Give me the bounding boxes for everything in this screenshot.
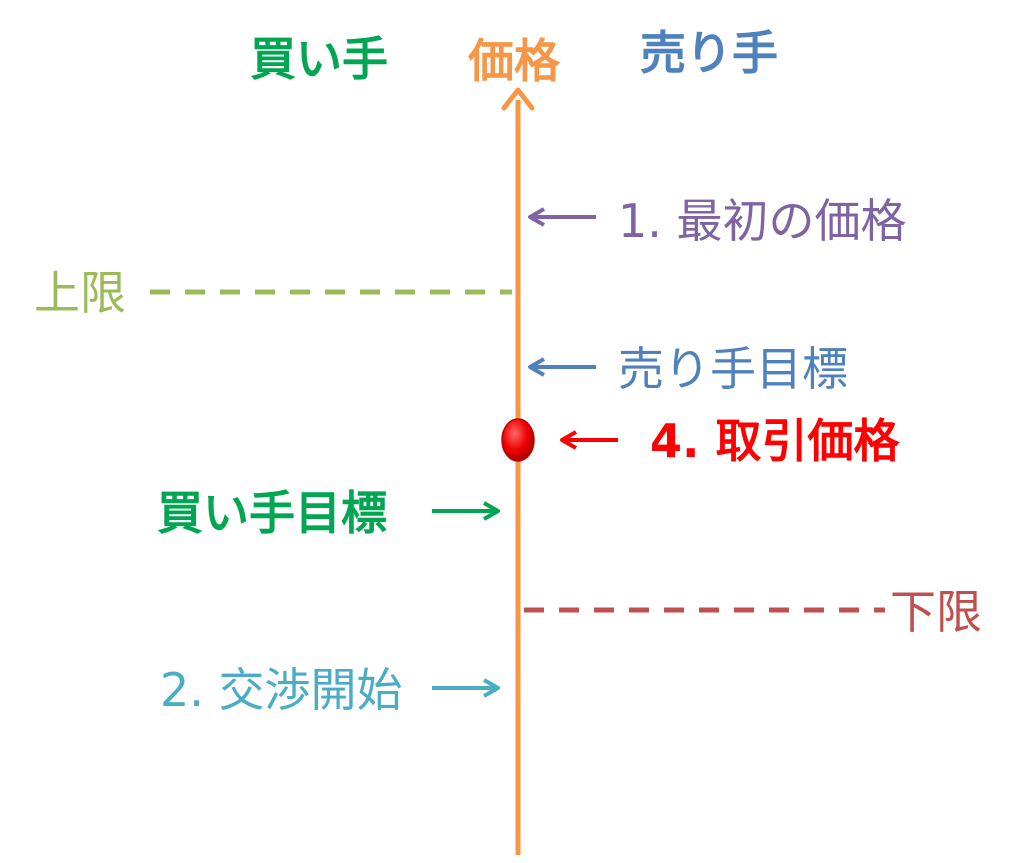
seller-target-arrow-icon <box>528 357 596 377</box>
seller-target-label: 売り手目標 <box>618 342 848 396</box>
trade-price-arrow-icon <box>560 430 618 450</box>
initial-price-arrow-icon <box>528 207 596 227</box>
buyer-header: 買い手 <box>250 32 388 86</box>
price-header: 価格 <box>468 34 560 88</box>
seller-header: 売り手 <box>640 26 778 80</box>
trade-price-marker <box>501 418 535 462</box>
upper-limit-label: 上限 <box>34 266 126 320</box>
buyer-target-label: 買い手目標 <box>157 486 387 540</box>
initial-price-label: 1. 最初の価格 <box>618 194 907 248</box>
trade-price-label: 4. 取引価格 <box>650 414 900 468</box>
negotiation-start-label: 2. 交渉開始 <box>160 663 403 717</box>
price-axis-arrowhead <box>501 87 535 111</box>
negotiation-start-arrow-icon <box>432 678 500 698</box>
buyer-target-arrow-icon <box>432 501 500 521</box>
lower-limit-label: 下限 <box>890 585 982 639</box>
